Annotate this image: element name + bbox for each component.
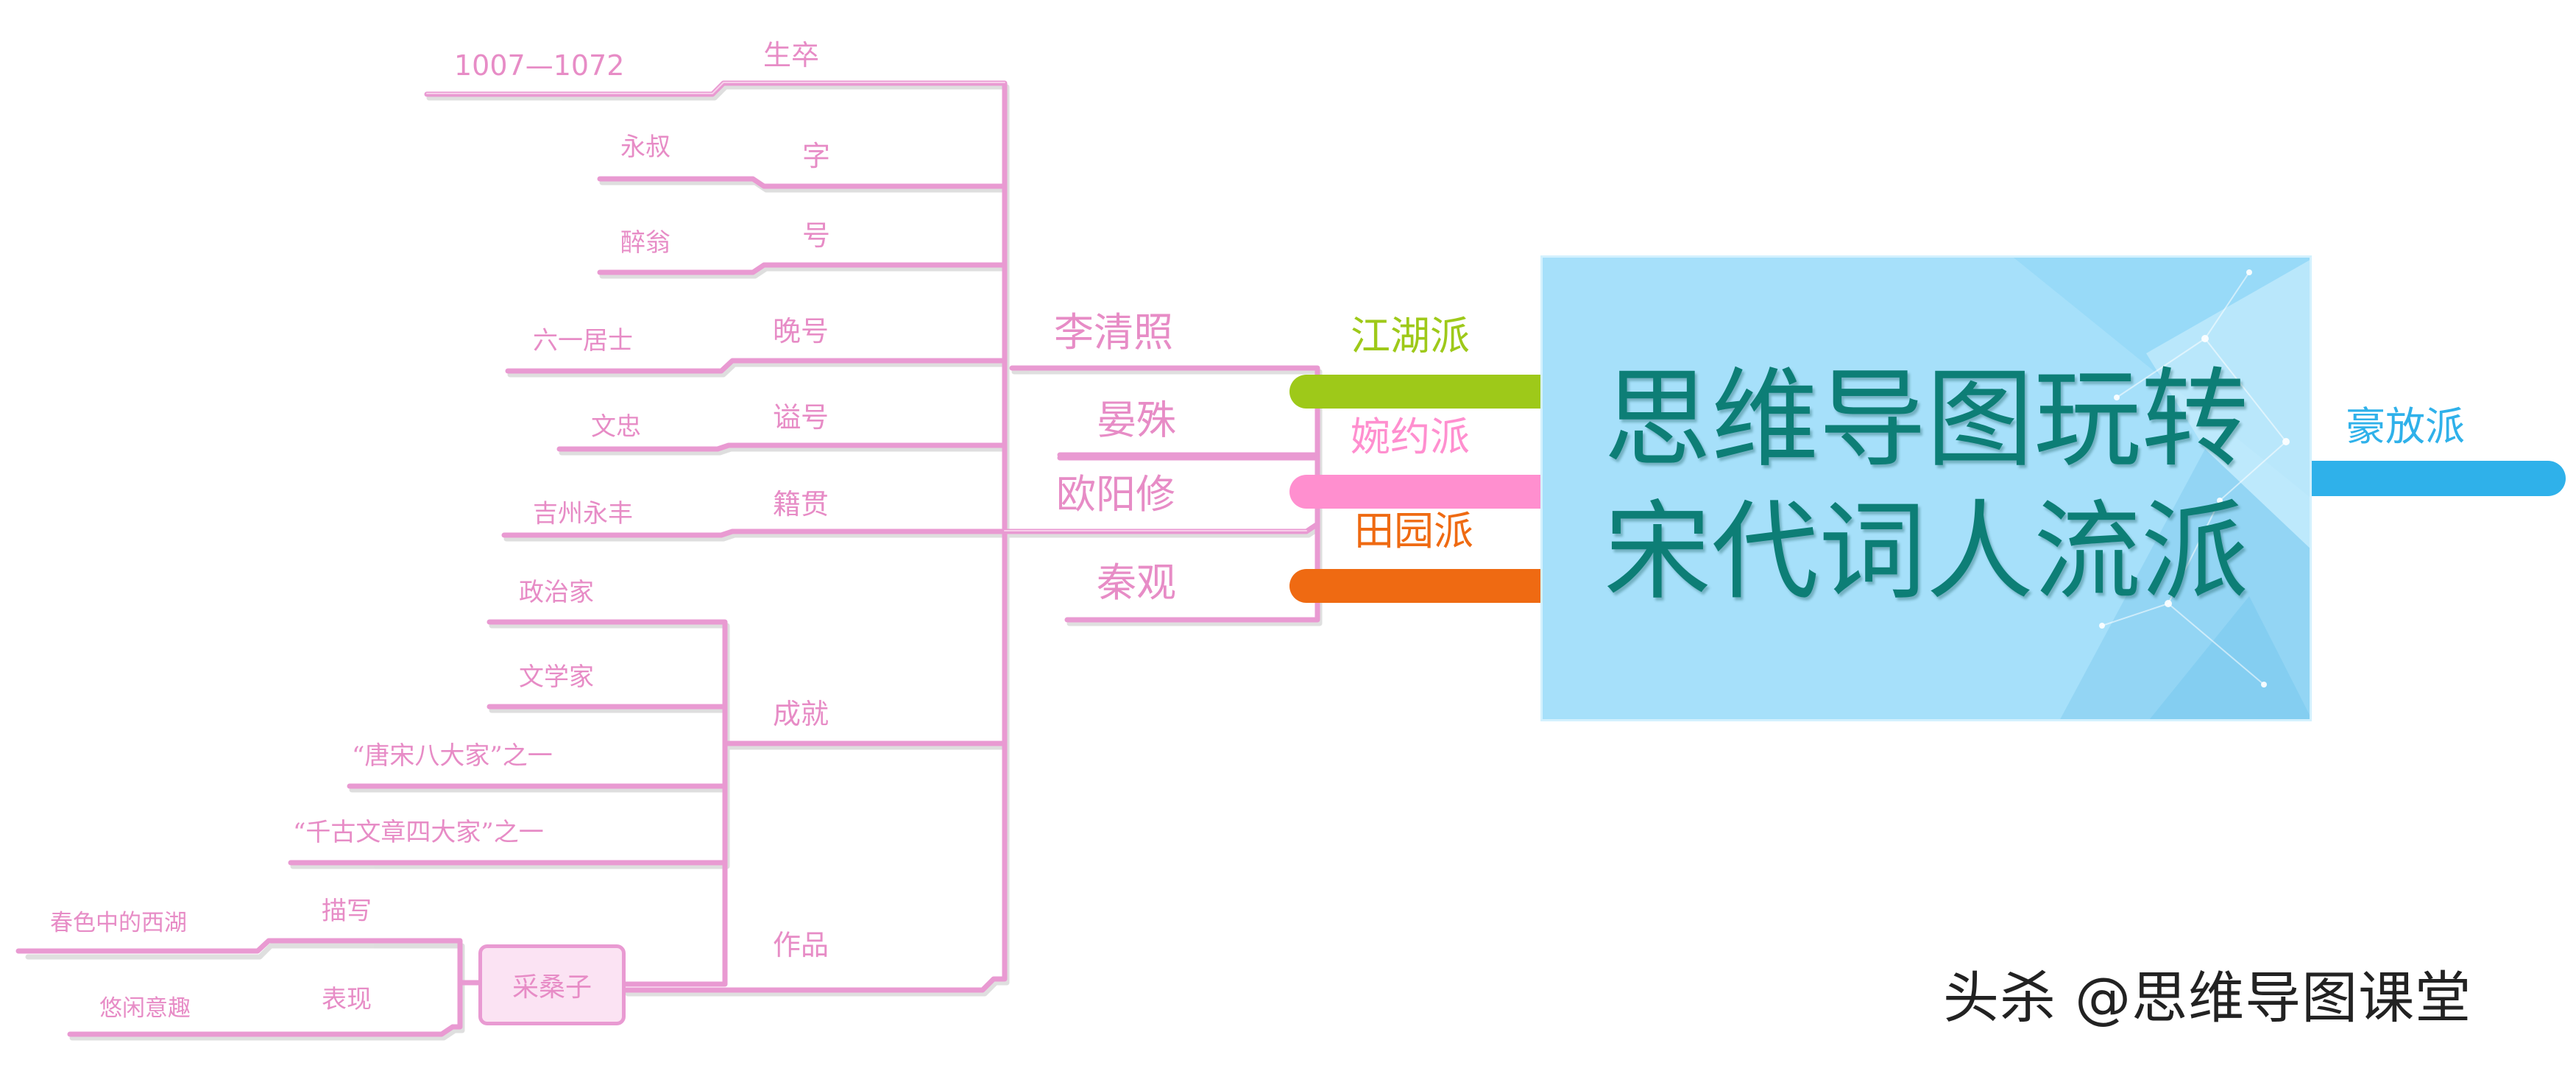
central-title-line1: 思维导图玩转	[1604, 357, 2248, 482]
work-caisangzi-title: 采桑子	[512, 972, 592, 1003]
central-topic-background-decoration	[2014, 258, 2310, 719]
label-shengzu[interactable]: 生卒	[763, 39, 820, 71]
label-zuopin[interactable]: 作品	[773, 929, 829, 961]
value-wanhao[interactable]: 六一居士	[533, 326, 633, 356]
label-jiguan[interactable]: 籍贯	[773, 488, 829, 520]
central-topic-title: 思维导图玩转 宋代词人流派	[1543, 353, 2310, 618]
label-zi[interactable]: 字	[802, 140, 831, 172]
poet-yan-shu[interactable]: 晏殊	[1097, 397, 1176, 443]
poet-qin-guan[interactable]: 秦观	[1097, 559, 1176, 606]
poet-ouyang-xiu[interactable]: 欧阳修	[1056, 471, 1175, 517]
value-shihao[interactable]: 文忠	[591, 412, 641, 442]
value-jiguan[interactable]: 吉州永丰	[533, 499, 633, 529]
label-chengjiu[interactable]: 成就	[773, 698, 829, 730]
work-caisangzi[interactable]: 采桑子	[478, 944, 626, 1025]
value-zi[interactable]: 永叔	[620, 132, 670, 162]
branch-label-wanyue[interactable]: 婉约派	[1351, 414, 1470, 460]
central-topic[interactable]: 思维导图玩转 宋代词人流派	[1540, 255, 2312, 721]
label-hao[interactable]: 号	[802, 219, 831, 252]
branch-label-jianghu[interactable]: 江湖派	[1351, 313, 1470, 359]
achievement-politician[interactable]: 政治家	[519, 578, 594, 607]
poet-li-qingzhao[interactable]: 李清照	[1054, 309, 1173, 356]
label-shihao[interactable]: 谥号	[773, 401, 829, 434]
branch-label-tianyuan[interactable]: 田园派	[1354, 508, 1473, 554]
branch-label-haofang[interactable]: 豪放派	[2346, 403, 2465, 450]
value-hao[interactable]: 醉翁	[620, 228, 670, 258]
label-miaoxie[interactable]: 描写	[322, 897, 372, 926]
achievement-four-masters[interactable]: “千古文章四大家”之一	[293, 818, 544, 847]
value-shengzu[interactable]: 1007—1072	[454, 49, 625, 82]
achievement-tang-song-eight[interactable]: “唐宋八大家”之一	[352, 741, 553, 771]
label-wanhao[interactable]: 晚号	[773, 315, 829, 347]
watermark: 头杀 @思维导图课堂	[1943, 965, 2472, 1031]
label-biaoxian[interactable]: 表现	[322, 985, 372, 1014]
central-title-line2: 宋代词人流派	[1604, 489, 2248, 615]
achievement-writer[interactable]: 文学家	[519, 662, 594, 692]
value-biaoxian[interactable]: 悠闲意趣	[99, 995, 191, 1022]
value-miaoxie[interactable]: 春色中的西湖	[50, 910, 187, 936]
